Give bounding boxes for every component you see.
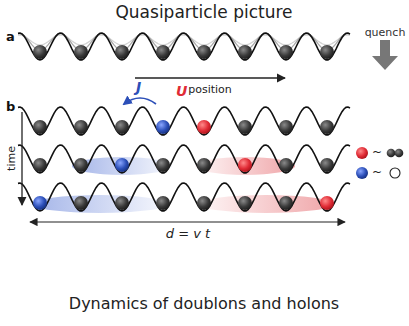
- potential-curve: [18, 107, 350, 135]
- atom: [320, 45, 334, 59]
- distance-label: d = v t: [166, 227, 210, 240]
- axis-label: position: [188, 84, 232, 95]
- atom: [238, 45, 252, 59]
- atom: [115, 196, 129, 210]
- atom: [33, 196, 47, 210]
- atom: [74, 120, 88, 134]
- figure-title: Quasiparticle picture: [115, 4, 292, 21]
- distance-arrow: [30, 221, 345, 222]
- empty-site-symbol: [390, 168, 400, 178]
- atom: [320, 158, 334, 172]
- atom: [197, 120, 211, 134]
- atom: [238, 158, 252, 172]
- atom: [156, 45, 170, 59]
- time-arrow: [21, 112, 22, 205]
- atom: [279, 196, 293, 210]
- interaction-label: U: [176, 84, 187, 98]
- doublon-symbol: [356, 147, 368, 159]
- equivalence-sign: ~: [372, 166, 382, 178]
- atom: [33, 120, 47, 134]
- atom: [197, 196, 211, 210]
- hopping-label: J: [136, 80, 141, 94]
- potential-curve: [18, 145, 350, 173]
- atom-symbol: [395, 149, 404, 158]
- potential-curve: [18, 33, 350, 60]
- atom: [156, 158, 170, 172]
- quench-label: quench: [365, 27, 406, 38]
- atom: [197, 158, 211, 172]
- atom: [115, 120, 129, 134]
- spreading-blur: [32, 157, 334, 213]
- atom: [115, 158, 129, 172]
- atom: [74, 45, 88, 59]
- atom: [320, 196, 334, 210]
- atom: [320, 120, 334, 134]
- atom: [279, 120, 293, 134]
- atom: [156, 120, 170, 134]
- panel-letter: b: [6, 100, 15, 113]
- figure-caption: Dynamics of doublons and holons: [69, 296, 339, 312]
- lattice-potential: [18, 33, 350, 211]
- atom: [279, 158, 293, 172]
- atoms: [33, 45, 334, 210]
- equivalence-sign: ~: [372, 146, 382, 158]
- holon-symbol: [356, 167, 368, 179]
- atom: [279, 45, 293, 59]
- atom-symbol: [387, 149, 396, 158]
- axis-label: time: [6, 146, 17, 171]
- atom: [33, 45, 47, 59]
- panel-letter: a: [6, 30, 15, 43]
- atom: [238, 196, 252, 210]
- atom: [74, 196, 88, 210]
- quench-arrow: [372, 40, 398, 70]
- position-arrow: [135, 77, 285, 78]
- hopping-arrow: [124, 98, 156, 104]
- atom: [115, 45, 129, 59]
- atom: [156, 196, 170, 210]
- atom: [33, 158, 47, 172]
- atom: [74, 158, 88, 172]
- atom: [197, 45, 211, 59]
- potential-curve: [18, 183, 350, 211]
- atom: [238, 120, 252, 134]
